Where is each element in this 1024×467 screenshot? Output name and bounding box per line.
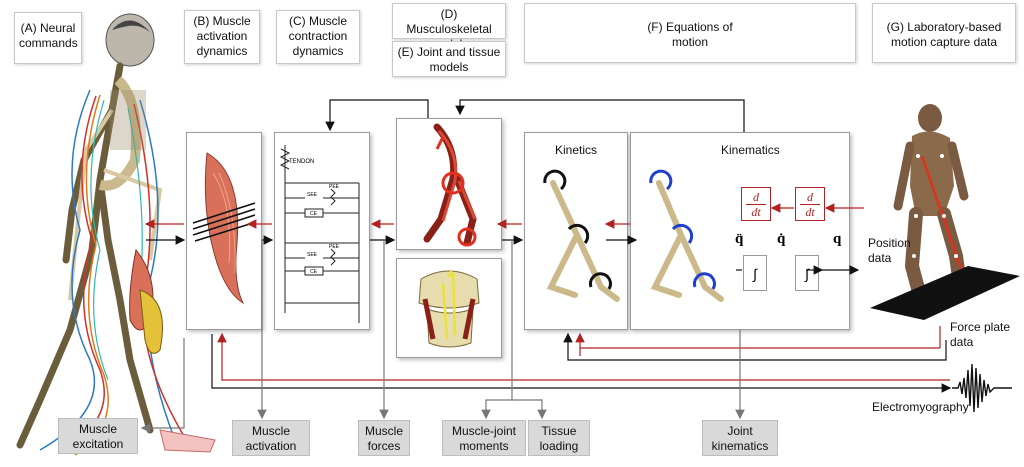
motion-capture-subject [870, 104, 1020, 320]
kinematics-title: Kinematics [721, 143, 780, 157]
electromyography-label: Electromyography [872, 400, 969, 414]
skeleton-figure [16, 13, 216, 456]
panel-kinetics: Kinetics [524, 132, 628, 330]
knee-illustration [418, 269, 480, 348]
q-symbol: q [833, 231, 842, 247]
label-musculoskeletal-models: (D) Musculoskeletalmodels [392, 3, 506, 51]
pee-label: PEE [329, 184, 340, 190]
q-double-dot: q̈ [735, 231, 744, 247]
kinematics-skeleton [649, 169, 724, 302]
panel-joint-tissue-model [396, 258, 502, 358]
panel-muscle-activation [186, 132, 262, 330]
emg-signal-icon [952, 363, 1012, 413]
hill-model-diagram: TENDON SEE PEE CE SEE PEE CE [279, 145, 360, 323]
panel-musculoskeletal-model [396, 118, 502, 250]
ce-label: CE [310, 211, 318, 217]
kinetics-title: Kinetics [555, 143, 598, 157]
q-dot: q̇ [777, 231, 786, 247]
tendon-label: TENDON [289, 159, 314, 165]
leg-model-illustration [423, 123, 477, 247]
muscle-illustration [192, 152, 256, 305]
pee-label-2: PEE [329, 244, 340, 250]
panel-muscle-contraction: TENDON SEE PEE CE SEE PEE CE [274, 132, 370, 330]
see-label: SEE [307, 192, 318, 198]
integrator-box-1: ∫ [743, 255, 767, 291]
ce-label-2: CE [310, 269, 318, 275]
kinetics-skeleton [543, 169, 620, 302]
see-label-2: SEE [307, 252, 318, 258]
